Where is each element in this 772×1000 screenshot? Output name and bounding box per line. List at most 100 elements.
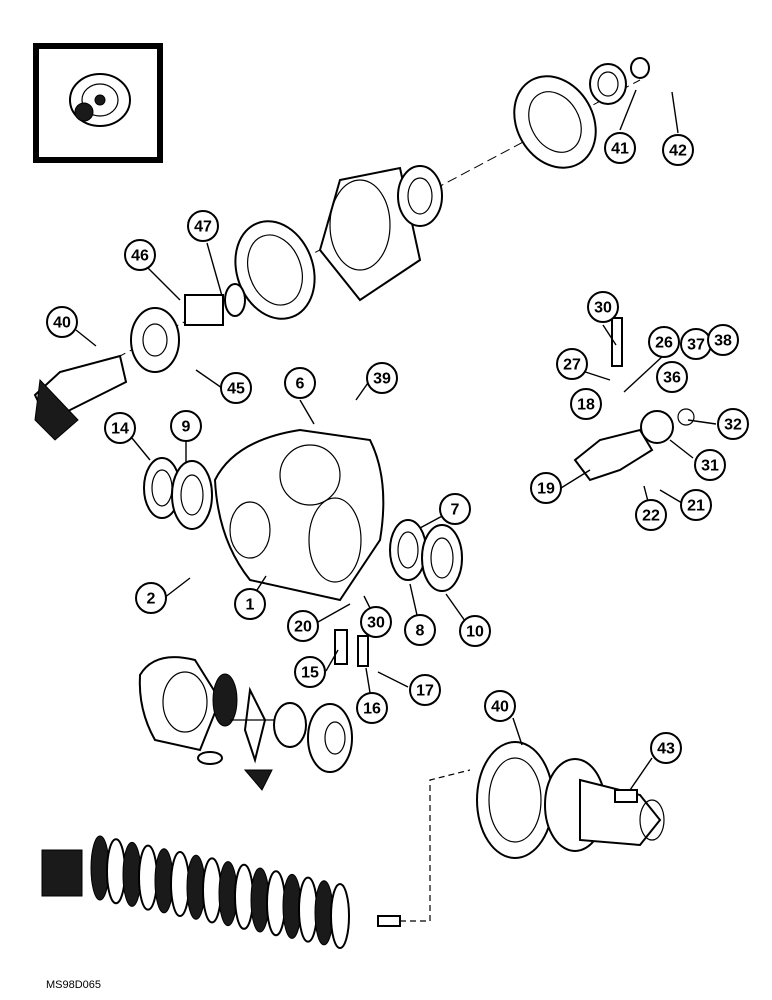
callout-circle [287,610,319,642]
callout-label: 6 [296,376,305,393]
shift-fork-assembly [573,317,695,482]
callout-label: 40 [491,699,509,716]
figure-code: MS98D065 [46,979,101,991]
callout-circle [366,362,398,394]
callout-27: 27 [556,348,588,380]
callout-label: 22 [642,508,660,525]
callout-22: 22 [635,499,667,531]
callout-7: 7 [439,493,471,525]
callout-label: 37 [687,337,705,354]
callout-circle [234,588,266,620]
callout-label: 40 [53,315,71,332]
callout-label: 14 [111,421,129,438]
ring-gear-and-hub [476,741,665,859]
callout-17: 17 [409,674,441,706]
callout-label: 42 [669,143,687,160]
callout-46: 46 [124,239,156,271]
clutch-disc [106,838,126,905]
callout-10: 10 [459,615,491,647]
callout-circle [459,615,491,647]
lock-plates [334,629,369,667]
callout-47: 47 [187,210,219,242]
callout-30: 30 [587,291,619,323]
callout-42: 42 [662,134,694,166]
callout-14: 14 [104,412,136,444]
callout-label: 39 [373,371,391,388]
callout-label: 31 [701,458,719,475]
callout-41: 41 [604,132,636,164]
callout-16: 16 [356,692,388,724]
callout-circle [484,690,516,722]
callout-circle [556,348,588,380]
callout-circle [220,372,252,404]
clutch-disc [330,883,350,949]
callout-circle [656,361,688,393]
clutch-disc [266,870,286,937]
callout-label: 41 [611,141,629,158]
callout-36: 36 [656,361,688,393]
clutch-disc [138,844,158,911]
callout-circle [356,692,388,724]
callout-label: 20 [294,619,312,636]
callout-circle [707,324,739,356]
clutch-disc-stack [41,769,471,949]
callout-38: 38 [707,324,739,356]
callout-32: 32 [717,408,749,440]
callout-label: 17 [416,683,434,700]
callout-circle [284,367,316,399]
callout-circle [530,472,562,504]
callout-circle [46,306,78,338]
callout-45: 45 [220,372,252,404]
callout-circle [404,614,436,646]
callout-30: 30 [360,606,392,638]
callout-circle [124,239,156,271]
inset-thumbnail [33,43,163,163]
callout-19: 19 [530,472,562,504]
callout-37: 37 [680,328,712,360]
callout-circle [694,449,726,481]
callout-label: 19 [537,481,555,498]
callout-circle [635,499,667,531]
callout-circle [570,388,602,420]
callout-label: 32 [724,417,742,434]
callout-label: 45 [227,381,245,398]
callout-label: 7 [451,502,460,519]
callout-circle [439,493,471,525]
callout-26: 26 [648,326,680,358]
right-bearing-set [389,519,463,592]
callout-label: 16 [363,701,381,718]
callout-18: 18 [570,388,602,420]
callout-circle [717,408,749,440]
callout-2: 2 [135,582,167,614]
callout-circle [187,210,219,242]
callout-label: 1 [246,597,255,614]
callout-circle [680,489,712,521]
callout-label: 43 [657,741,675,758]
callout-40: 40 [46,306,78,338]
callout-circle [604,132,636,164]
callout-circle [170,410,202,442]
callout-circle [409,674,441,706]
callout-1: 1 [234,588,266,620]
upper-cover-assembly [130,57,650,373]
callout-circle [104,412,136,444]
callout-label: 8 [416,623,425,640]
callout-circle [360,606,392,638]
callout-label: 9 [182,419,191,436]
carrier-housing [213,428,385,602]
callout-21: 21 [680,489,712,521]
callout-43: 43 [650,732,682,764]
callout-39: 39 [366,362,398,394]
callout-label: 10 [466,624,484,641]
pinion-gear [33,354,128,441]
callout-label: 26 [655,335,673,352]
callout-circle [587,291,619,323]
callout-label: 46 [131,248,149,265]
clutch-disc [202,857,222,924]
callout-circle [135,582,167,614]
callout-label: 30 [594,300,612,317]
callout-9: 9 [170,410,202,442]
callout-circle [648,326,680,358]
callout-circle [662,134,694,166]
